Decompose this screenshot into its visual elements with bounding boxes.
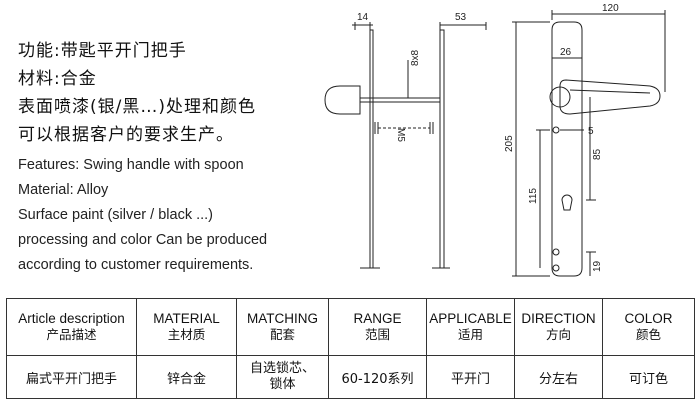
dim-hole: 5	[588, 126, 594, 137]
feature-en-function: Features: Swing handle with spoon	[18, 157, 244, 173]
cell-color: 可订色	[602, 355, 695, 399]
cell-material: 锌合金	[136, 355, 237, 399]
handle-technical-drawing: 14 53 120 26 8x8 M5 205 115 85 19 5	[324, 3, 666, 277]
cell-direction: 分左右	[514, 355, 603, 399]
dim-side-width: 14	[357, 12, 369, 23]
feature-cn-function: 功能:带匙平开门把手	[18, 41, 187, 61]
dim-center: 85	[592, 148, 603, 160]
front-view-drawing	[512, 10, 666, 277]
feature-en-processing: processing and color Can be produced	[18, 232, 268, 248]
side-view-drawing	[324, 22, 487, 269]
dim-screw: M5	[395, 128, 406, 142]
feature-cn-material: 材料:合金	[18, 69, 97, 89]
feature-cn-surface: 表面喷漆(银/黑…)处理和颜色	[18, 97, 256, 117]
cell-applicable: 平开门	[426, 355, 515, 399]
dim-total-height: 205	[504, 135, 515, 152]
dim-lower-height: 115	[528, 188, 539, 204]
table-row: 扁式平开门把手 锌合金 自选锁芯、 锁体 60-120系列 平开门 分左右 可订…	[6, 355, 695, 399]
cell-range: 60-120系列	[328, 355, 427, 399]
feature-cn-custom: 可以根据客户的要求生产。	[18, 125, 234, 145]
dim-bottom: 19	[592, 260, 603, 272]
dim-overall-width: 120	[602, 3, 619, 14]
cell-article-description: 扁式平开门把手	[6, 355, 137, 399]
dim-plate-width: 26	[560, 47, 572, 58]
feature-en-material: Material: Alloy	[18, 182, 109, 198]
dim-plate-depth: 53	[455, 12, 467, 23]
feature-en-surface: Surface paint (silver / black ...)	[18, 207, 214, 223]
cell-matching: 自选锁芯、 锁体	[236, 355, 329, 399]
feature-en-requirements: according to customer requirements.	[18, 257, 254, 273]
dim-spindle: 8x8	[410, 49, 421, 66]
